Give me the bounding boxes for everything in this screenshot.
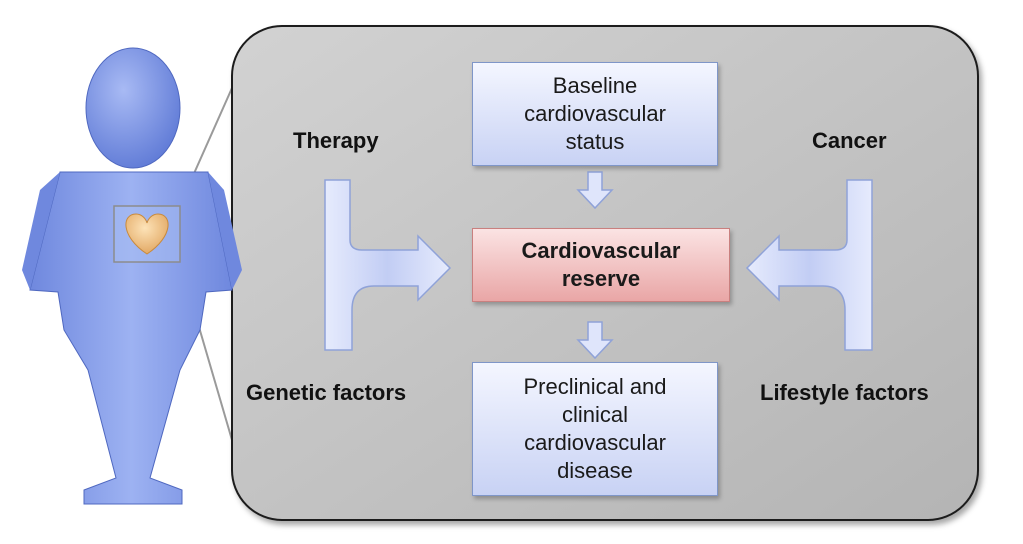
arrow-right-factors-to-reserve: [745, 179, 873, 351]
arrow-left-factors-to-reserve: [324, 179, 452, 351]
label-lifestyle-factors: Lifestyle factors: [760, 380, 929, 405]
label-genetic-factors: Genetic factors: [246, 380, 407, 405]
arrow-reserve-to-disease: [576, 321, 614, 360]
label-therapy: Therapy: [293, 128, 379, 153]
arrow-baseline-to-reserve: [576, 171, 614, 210]
heart-icon: [125, 213, 169, 255]
node-cardiovascular-reserve: Cardiovascular reserve: [472, 228, 730, 302]
node-cardiovascular-disease: Preclinical and clinical cardiovascular …: [472, 362, 718, 496]
node-baseline-status: Baseline cardiovascular status: [472, 62, 718, 166]
label-cancer: Cancer: [812, 128, 887, 153]
human-figure-icon: [22, 47, 242, 505]
